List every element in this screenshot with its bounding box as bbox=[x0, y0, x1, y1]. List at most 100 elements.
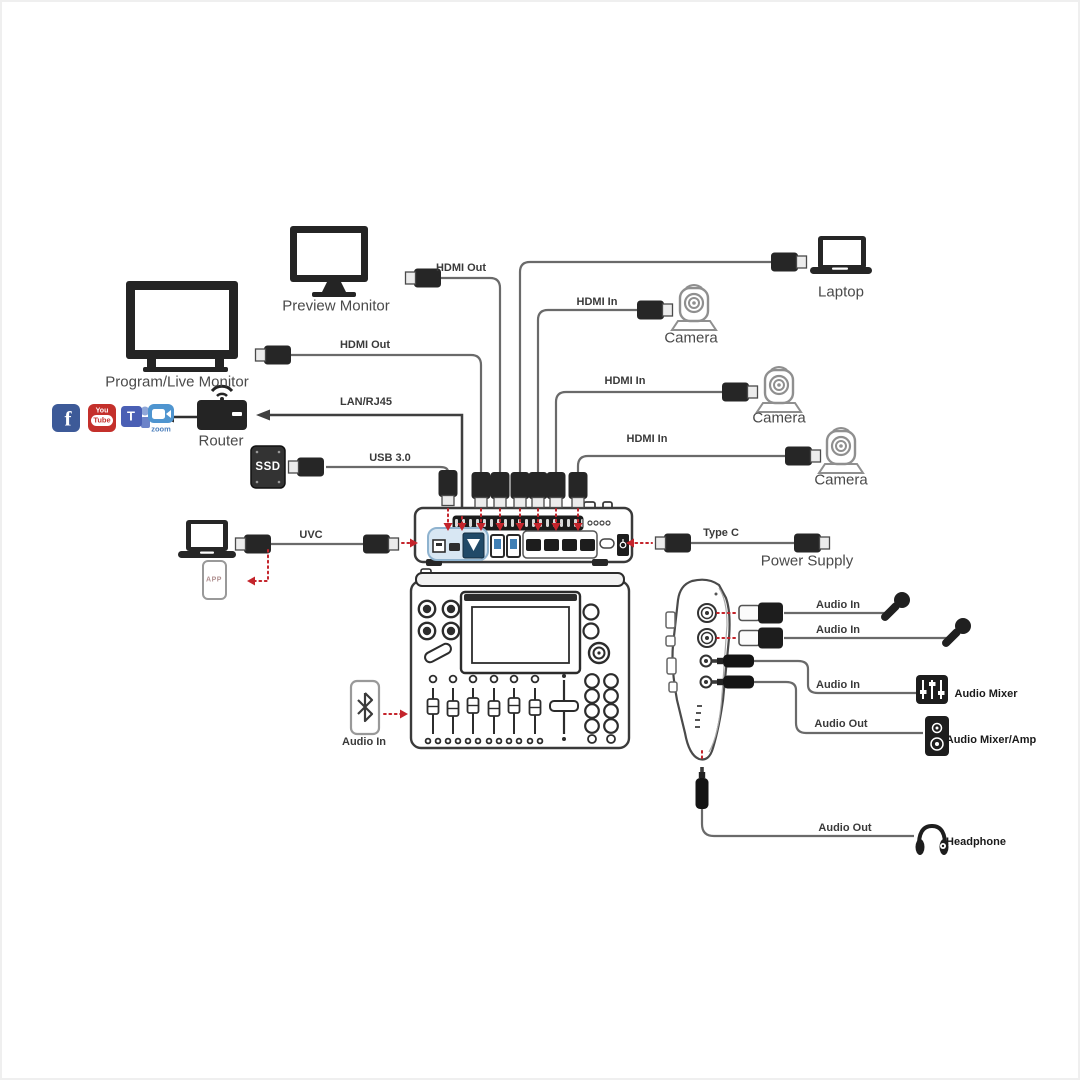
label-bluetooth-audio-in: Audio In bbox=[342, 736, 386, 748]
type-c-port bbox=[599, 538, 615, 549]
hdmi-plug-camera-bottom bbox=[784, 445, 822, 467]
slanted-button bbox=[424, 642, 452, 664]
usb3-ports bbox=[490, 534, 521, 558]
hdmi-plug-camera-mid bbox=[721, 381, 759, 403]
usb-lan-highlight-zone bbox=[427, 527, 489, 561]
label-type-c: Type C bbox=[703, 527, 739, 539]
label-router: Router bbox=[198, 432, 244, 450]
jog-dial bbox=[587, 641, 611, 665]
t-bar bbox=[549, 674, 579, 741]
hdmi-plug-down-1 bbox=[470, 471, 492, 509]
label-lan-rj45: LAN/RJ45 bbox=[340, 396, 392, 408]
rj45-port bbox=[462, 532, 485, 559]
headphone-icon bbox=[915, 823, 949, 855]
cable-audio-out-headphone bbox=[700, 800, 914, 838]
uvc-plug-device bbox=[362, 533, 400, 555]
cable-hdmi-in-top bbox=[536, 308, 637, 472]
laptop-right-icon bbox=[810, 236, 872, 274]
label-audio-in-mic-bottom: Audio In bbox=[816, 624, 860, 636]
cable-hdmi-out-program bbox=[291, 353, 483, 472]
label-audio-out-headphone: Audio Out bbox=[818, 822, 872, 834]
router-icon bbox=[197, 384, 247, 430]
label-hdmi-out-preview: HDMI Out bbox=[435, 262, 487, 274]
microphone-icon-top bbox=[876, 588, 914, 626]
program-monitor-icon bbox=[126, 281, 238, 372]
zoom-wordmark: zoom bbox=[151, 424, 171, 434]
cable-audio-out-amp bbox=[754, 680, 923, 735]
type-c-plug-device bbox=[654, 532, 692, 554]
youtube-icon bbox=[88, 404, 116, 432]
label-preview-monitor: Preview Monitor bbox=[282, 297, 390, 315]
hdmi-plug-down-2 bbox=[489, 471, 511, 509]
hdmi-plug-program bbox=[254, 344, 292, 366]
label-hdmi-in-mid: HDMI In bbox=[604, 375, 646, 387]
red-dotted-guides bbox=[251, 508, 737, 759]
label-audio-out-amp: Audio Out bbox=[814, 718, 868, 730]
usb3-plug-ssd bbox=[287, 456, 325, 478]
app-phone-icon bbox=[202, 560, 227, 600]
label-hdmi-in-bottom: HDMI In bbox=[626, 433, 668, 445]
label-headphone: Headphone bbox=[946, 836, 1006, 848]
power-supply-plug bbox=[793, 532, 831, 554]
hdmi-plug-down-4 bbox=[527, 471, 549, 509]
label-uvc: UVC bbox=[299, 529, 323, 541]
xlr-connector-top bbox=[738, 601, 784, 625]
ssd-icon bbox=[250, 445, 286, 489]
label-program-monitor: Program/Live Monitor bbox=[105, 373, 249, 391]
label-hdmi-in-top: HDMI In bbox=[576, 296, 618, 308]
label-laptop: Laptop bbox=[818, 283, 864, 301]
channel-faders bbox=[424, 674, 544, 745]
teams-letter: T bbox=[127, 408, 135, 424]
camera-top-icon bbox=[670, 283, 718, 332]
app-label: APP bbox=[206, 576, 222, 584]
microphone-icon-bottom bbox=[937, 614, 975, 652]
hdmi-port-group bbox=[522, 530, 598, 559]
hdmi-plug-laptop bbox=[770, 251, 808, 273]
bluetooth-phone-icon bbox=[349, 679, 381, 736]
xlr-connector-bottom bbox=[738, 626, 784, 650]
audio-mixer-amp-icon bbox=[925, 716, 949, 756]
label-camera-top: Camera bbox=[664, 329, 718, 347]
zoom-icon bbox=[148, 404, 174, 423]
label-audio-mixer: Audio Mixer bbox=[954, 688, 1018, 700]
switcher-side-panel bbox=[665, 578, 731, 761]
bluetooth-icon bbox=[357, 692, 374, 723]
cable-audio-in-mixer bbox=[754, 659, 916, 695]
camera-mid-icon bbox=[755, 365, 803, 414]
power-switch bbox=[617, 534, 629, 556]
cable-hdmi-out-preview bbox=[441, 276, 502, 472]
hdmi-plug-camera-top bbox=[636, 299, 674, 321]
lan-arrowhead bbox=[256, 409, 270, 421]
cable-hdmi-in-bottom bbox=[576, 454, 785, 472]
hdmi-plug-down-5 bbox=[545, 471, 567, 509]
usb3-plug-down bbox=[437, 469, 459, 507]
ssd-label: SSD bbox=[255, 461, 281, 473]
preview-monitor-icon bbox=[290, 226, 368, 297]
facebook-icon bbox=[52, 404, 80, 432]
cable-usb3 bbox=[326, 465, 450, 473]
cable-hdmi-in-mid bbox=[554, 390, 722, 472]
label-camera-mid: Camera bbox=[752, 409, 806, 427]
button-grid bbox=[584, 673, 619, 744]
label-camera-bottom: Camera bbox=[814, 471, 868, 489]
micro-usb-port bbox=[449, 543, 460, 551]
cables bbox=[271, 260, 948, 838]
laptop-left-icon bbox=[178, 520, 236, 558]
jack-plug-headphone bbox=[695, 767, 709, 809]
label-usb3: USB 3.0 bbox=[369, 452, 411, 464]
label-hdmi-out-program: HDMI Out bbox=[339, 339, 391, 351]
audio-mixer-icon bbox=[916, 675, 948, 704]
cable-laptop-hdmi bbox=[518, 260, 771, 472]
knobs bbox=[417, 599, 461, 641]
jack-input-ports bbox=[699, 654, 713, 689]
switcher-top-panel bbox=[409, 568, 631, 750]
uvc-plug-laptop bbox=[234, 533, 272, 555]
youtube-word-bottom: Tube bbox=[93, 415, 111, 425]
label-audio-in-mic-top: Audio In bbox=[816, 599, 860, 611]
hdmi-plug-down-3 bbox=[509, 471, 531, 509]
camera-bottom-icon bbox=[817, 426, 865, 475]
label-power-supply: Power Supply bbox=[760, 552, 854, 570]
lcd-screen bbox=[459, 590, 582, 675]
label-audio-in-mixer: Audio In bbox=[816, 679, 860, 691]
